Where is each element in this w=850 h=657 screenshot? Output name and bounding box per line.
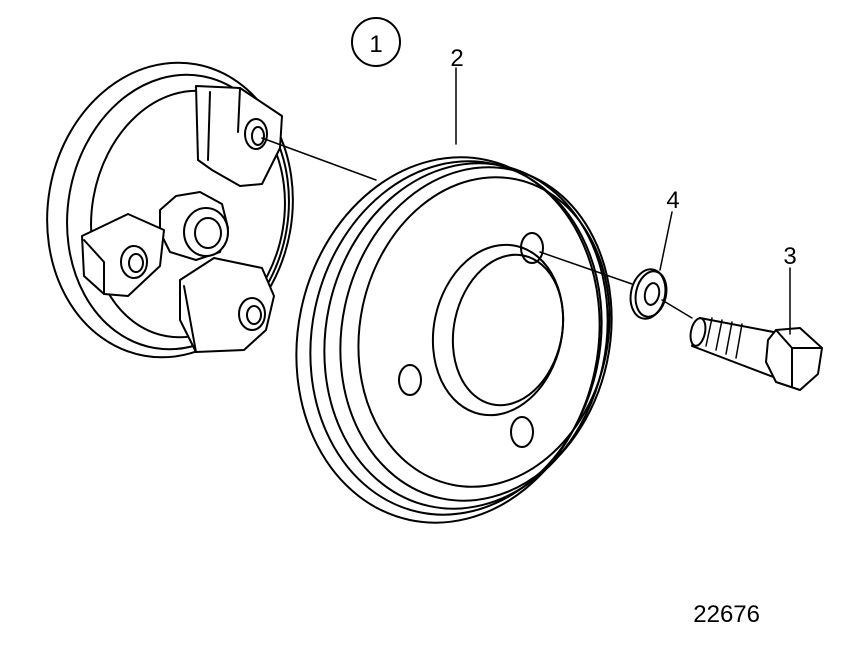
washer — [629, 268, 668, 320]
callout-1-label: 1 — [369, 31, 382, 58]
bolt-hole — [520, 232, 544, 264]
bolt-hole — [120, 245, 148, 279]
callout-4-label: 4 — [666, 187, 679, 214]
hub-adapter — [46, 61, 294, 359]
bolt-hole — [398, 364, 422, 396]
leader-line-4 — [659, 211, 673, 271]
alignment-line-washer-bolt — [661, 299, 693, 319]
alignment-line-pulley-washer — [539, 251, 633, 285]
bolt-hole — [244, 118, 268, 150]
callout-2-label: 2 — [450, 45, 463, 72]
callout-1: 1 — [351, 17, 401, 67]
figure-number: 22676 — [693, 601, 760, 628]
bolt-hole — [238, 297, 266, 331]
bolt-hole — [510, 416, 534, 448]
bolt — [689, 317, 823, 391]
alignment-line-hub-pulley — [261, 137, 377, 181]
callout-3-label: 3 — [783, 243, 796, 270]
pulley — [295, 156, 613, 524]
